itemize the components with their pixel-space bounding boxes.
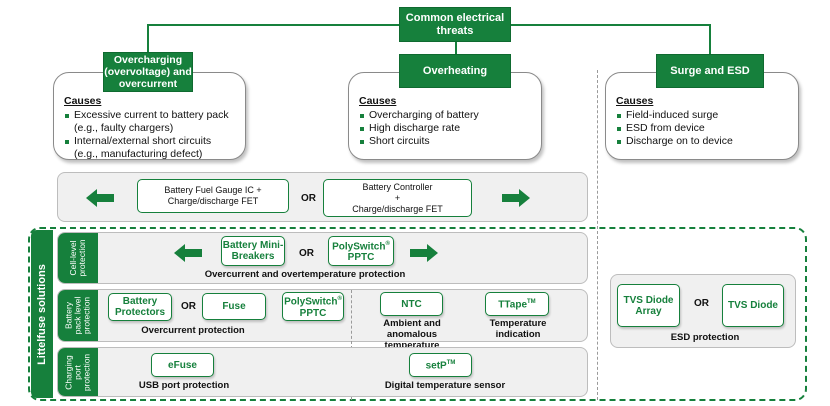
cause-item: Discharge on to device xyxy=(616,135,790,148)
battery-mini-breakers-label: Battery Mini-Breakers xyxy=(222,240,284,262)
fuel-gauge-label: Battery Fuel Gauge IC + Charge/discharge… xyxy=(164,185,262,206)
ntc-box: NTC xyxy=(380,292,443,316)
cause-item: High discharge rate xyxy=(359,122,533,135)
or-label: OR xyxy=(301,193,316,204)
common-threats-title-text: Common electrical threats xyxy=(405,11,505,37)
pack-divider xyxy=(351,290,352,400)
arrow-left-icon xyxy=(86,189,114,207)
or-label: OR xyxy=(694,298,709,309)
causes-heading: Causes xyxy=(359,95,397,107)
arrow-right-icon xyxy=(502,189,530,207)
connector-middle-vertical xyxy=(455,40,457,54)
or-label: OR xyxy=(181,301,196,312)
overcharging-threat-label: Overcharging (overvoltage) and overcurre… xyxy=(104,54,192,90)
charging-port-label: Charging port protection xyxy=(58,348,98,396)
setp-text: setP xyxy=(425,360,447,372)
tvs-diode-label: TVS Diode xyxy=(727,300,778,311)
battery-controller-line1: Battery Controller xyxy=(362,181,433,192)
common-threats-title: Common electrical threats xyxy=(399,7,511,42)
solutions-side-label: Littelfuse solutions xyxy=(31,230,53,398)
tvs-diode-array-label: TVS Diode Array xyxy=(623,294,674,317)
battery-controller-box: Battery Controller + Charge/discharge FE… xyxy=(323,179,472,217)
registered-mark: ® xyxy=(337,296,342,303)
solutions-side-text: Littelfuse solutions xyxy=(35,263,48,365)
cause-item: Overcharging of battery xyxy=(359,109,533,122)
ttape-text: TTape xyxy=(498,299,528,311)
overcharging-causes-box: Causes Excessive current to battery pack… xyxy=(53,72,246,160)
pptc-text: PPTC xyxy=(347,252,375,264)
polyswitch-text: PolySwitch xyxy=(284,296,338,308)
pack-polyswitch-box: PolySwitch® PPTC xyxy=(282,292,344,321)
tvs-diode-box: TVS Diode xyxy=(722,284,784,327)
cell-level-band xyxy=(57,232,588,284)
fuse-label: Fuse xyxy=(222,301,246,312)
esd-caption: ESD protection xyxy=(670,332,740,343)
cell-level-text: Cell-level protection xyxy=(68,239,87,277)
ntc-caption: Ambient and anomalous temperature xyxy=(383,318,441,351)
trademark-mark: TM xyxy=(446,360,456,367)
battery-controller-line3: Charge/discharge FET xyxy=(352,203,443,214)
polyswitch-pptc-box: PolySwitch® PPTC xyxy=(328,236,394,266)
pack-level-label: Battery pack level protection xyxy=(58,290,98,341)
surge-threat-box: Surge and ESD xyxy=(656,54,764,88)
battery-protectors-label: Battery Protectors xyxy=(114,296,165,318)
solutions-frame xyxy=(28,227,807,401)
connector-left-vertical xyxy=(147,24,149,54)
efuse-label: eFuse xyxy=(168,359,197,371)
cause-item: Short circuits xyxy=(359,135,533,148)
surge-threat-label: Surge and ESD xyxy=(670,64,750,77)
causes-heading: Causes xyxy=(616,95,654,107)
overcurrent-caption: Overcurrent protection xyxy=(141,325,245,336)
cause-item: Internal/external short circuits (e.g., … xyxy=(64,135,237,161)
setp-box: setPTM xyxy=(409,353,472,377)
or-label: OR xyxy=(299,248,314,259)
charging-band xyxy=(57,347,588,397)
ttape-box: TTapeTM xyxy=(485,292,549,316)
ntc-label: NTC xyxy=(401,298,422,310)
usb-port-caption: USB port protection xyxy=(138,380,230,391)
tvs-diode-array-box: TVS Diode Array xyxy=(617,284,680,327)
charging-port-text: Charging port protection xyxy=(63,353,92,391)
setp-caption: Digital temperature sensor xyxy=(384,380,506,391)
fuel-gauge-box: Battery Fuel Gauge IC + Charge/discharge… xyxy=(137,179,289,213)
causes-heading: Causes xyxy=(64,95,102,107)
connector-right-vertical xyxy=(709,24,711,54)
arrow-right-icon xyxy=(410,244,438,262)
overcharging-threat-box: Overcharging (overvoltage) and overcurre… xyxy=(103,52,193,92)
surge-separator-line xyxy=(597,70,598,400)
cause-item: ESD from device xyxy=(616,122,790,135)
cell-level-caption: Overcurrent and overtemperature protecti… xyxy=(204,269,406,280)
registered-mark: ® xyxy=(385,240,390,247)
polyswitch-text: PolySwitch xyxy=(332,241,386,253)
cell-level-label: Cell-level protection xyxy=(58,233,98,283)
efuse-box: eFuse xyxy=(151,353,214,377)
arrow-left-icon xyxy=(174,244,202,262)
overheating-threat-label: Overheating xyxy=(422,64,488,77)
overheating-threat-box: Overheating xyxy=(399,54,511,88)
pptc-text: PPTC xyxy=(299,307,327,319)
battery-mini-breakers-box: Battery Mini-Breakers xyxy=(221,236,285,266)
pack-level-text: Battery pack level protection xyxy=(63,296,92,335)
cause-item: Excessive current to battery pack (e.g.,… xyxy=(64,109,237,135)
ttape-caption: Temperature indication xyxy=(489,318,547,340)
battery-protectors-box: Battery Protectors xyxy=(108,293,172,321)
fuse-box: Fuse xyxy=(202,293,266,320)
cause-item: Field-induced surge xyxy=(616,109,790,122)
battery-controller-line2: + xyxy=(394,192,401,203)
trademark-mark: TM xyxy=(527,299,536,306)
